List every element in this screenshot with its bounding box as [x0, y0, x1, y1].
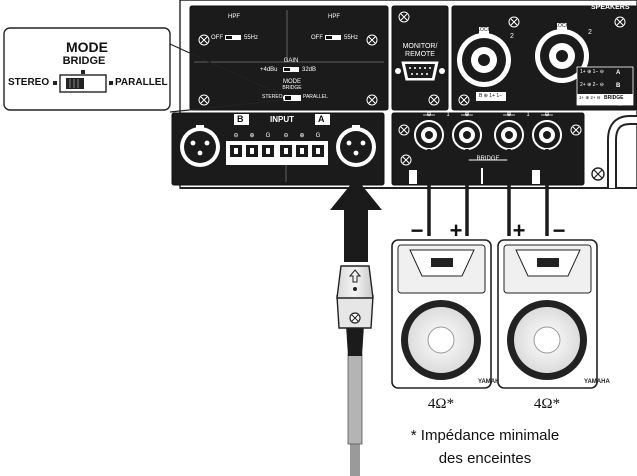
mode-callout-switch[interactable] [59, 74, 107, 93]
post-sign-4: ⊕ [506, 112, 512, 118]
b-legend: B ⊕ 1+ 1− [479, 93, 503, 99]
binding-post-b-plus[interactable] [452, 120, 482, 150]
xlr-input-b[interactable] [180, 125, 220, 167]
callout-bridge-label: BRIDGE [62, 55, 106, 67]
mode-bridge-label: BRIDGE [282, 85, 302, 91]
speaker-left: YAMAHA [391, 239, 504, 389]
speaker-right-impedance: 4Ω* [533, 396, 561, 412]
post-sign-2: 1 [446, 112, 450, 118]
terminal-label-2: ⊕ [249, 133, 255, 139]
terminal-label-5: ⊕ [299, 133, 305, 139]
callout-mode-title: MODE [66, 39, 108, 55]
legend-row-1-channel: A [616, 70, 621, 76]
mode-stereo-label: STEREO [262, 94, 283, 100]
monitor-label-1: MONITOR/ [402, 43, 438, 50]
ground-screw [591, 167, 605, 181]
callout-stereo-label: STEREO [8, 77, 50, 88]
speaker-cables [427, 149, 549, 236]
terminal-label-3: G [265, 133, 271, 139]
hpf-b-off: OFF [211, 35, 223, 41]
hpf-a-freq: 55Hz [344, 35, 359, 41]
connector-num-a: 2 [588, 29, 592, 36]
input-label: INPUT [270, 115, 294, 124]
post-sign-3: ⊕ [464, 112, 470, 118]
polarity-marker-4: − [552, 218, 566, 243]
monitor-remote-connector[interactable] [395, 61, 445, 81]
legend-row-3-pins: 1+ ⊕ 2+ ⊖ [579, 95, 601, 100]
terminal-label-1: ⊖ [233, 133, 239, 139]
xlr-input-a[interactable] [336, 125, 376, 167]
speakon-connector-a[interactable] [535, 23, 589, 83]
speakon-connector-b[interactable] [457, 27, 511, 87]
monitor-label-2: REMOTE [405, 51, 435, 58]
binding-post-a-minus[interactable] [532, 120, 562, 150]
polarity-marker-1: − [410, 218, 424, 243]
gain-switch[interactable] [283, 67, 299, 72]
hpf-a-switch[interactable] [325, 35, 341, 40]
hpf-b-freq: 55Hz [244, 35, 259, 41]
mode-parallel-label: PARALLEL [303, 94, 328, 100]
speakers-label: SPEAKERS [591, 4, 630, 11]
footnote-line-1: * Impédance minimale [410, 427, 560, 444]
hpf-b-switch[interactable] [225, 35, 241, 40]
hpf-a-label: HPF [328, 14, 340, 20]
input-channel-a: A [318, 114, 325, 124]
legend-row-2-channel: B [616, 83, 621, 89]
gain-high: 32dB [302, 67, 317, 73]
post-sign-5: 1 [526, 112, 530, 118]
hpf-a-off: OFF [311, 35, 323, 41]
post-sign-6: ⊖ [544, 112, 550, 118]
svg-text:YAMAHA: YAMAHA [478, 379, 504, 385]
post-sign-1: ⊖ [426, 112, 432, 118]
gain-low: +4dBu [260, 67, 278, 73]
bridge-post-label: BRIDGE [476, 156, 500, 162]
callout-parallel-label: PARALLEL [115, 77, 168, 88]
connector-num-b: 2 [510, 33, 514, 40]
lock-label-a: LOCK [555, 23, 569, 29]
mode-switch[interactable] [283, 95, 301, 101]
polarity-marker-3: + [512, 218, 526, 243]
footnote-line-2: des enceintes [438, 450, 532, 467]
svg-text:YAMAHA: YAMAHA [584, 379, 610, 385]
binding-post-b-minus[interactable] [414, 120, 444, 150]
legend-row-1-pins: 1+ ⊕ 1− ⊖ [580, 69, 604, 75]
input-channel-b: B [237, 114, 244, 124]
hpf-b-label: HPF [228, 14, 240, 20]
mode-callout [3, 27, 285, 113]
signal-arrow [330, 178, 382, 262]
speaker-right: YAMAHA [497, 239, 610, 389]
legend-row-2-pins: 2+ ⊕ 2− ⊖ [580, 82, 604, 88]
lock-label-b: LOCK [477, 27, 491, 33]
euroblock-terminal[interactable] [226, 141, 328, 165]
binding-post-a-plus[interactable] [494, 120, 524, 150]
rear-panel [171, 0, 637, 189]
legend-row-3-channel: BRIDGE [604, 95, 624, 101]
speaker-left-impedance: 4Ω* [427, 396, 455, 412]
gain-label: GAIN [283, 58, 299, 64]
mode-label: MODE [283, 79, 301, 85]
xlr-plug [336, 265, 374, 476]
polarity-marker-2: + [449, 218, 463, 243]
terminal-label-4: ⊖ [283, 133, 289, 139]
terminal-label-6: G [315, 133, 321, 139]
